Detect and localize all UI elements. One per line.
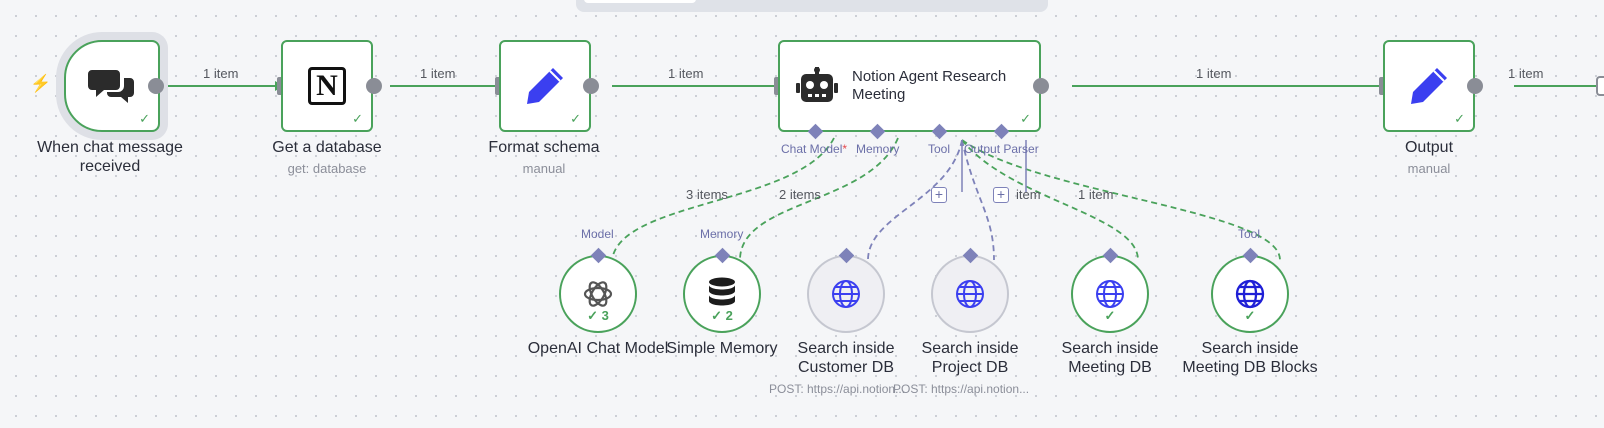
success-check-icon: ✓ [1020, 111, 1031, 126]
robot-icon [796, 67, 838, 102]
model-port-label: Model [581, 227, 614, 241]
search-project-db-node[interactable] [931, 255, 1009, 333]
memory-port-label: Memory [856, 142, 900, 156]
success-check-icon: ✓ [352, 111, 363, 126]
item-count: 1 item [420, 66, 456, 81]
node-subtitle: manual [1407, 161, 1451, 176]
format-schema-node[interactable]: ✓ [499, 40, 591, 132]
globe-icon [832, 280, 860, 308]
sub-node-label: Simple Memory [666, 340, 778, 357]
output-handle[interactable] [148, 78, 164, 94]
success-check-icon: ✓ [570, 111, 581, 126]
simple-memory-node[interactable]: ✓ 2 [683, 255, 761, 333]
get-database-node[interactable]: N ✓ [281, 40, 373, 132]
chat-bubbles-icon [88, 70, 134, 103]
next-node-input-handle[interactable] [1596, 76, 1604, 96]
tool-port-label: Tool [1238, 227, 1261, 241]
node-footnote: POST: https://api.notion... [893, 382, 1030, 396]
node-subtitle: get: database [287, 161, 367, 176]
search-meeting-db-blocks-node[interactable]: ✓ [1211, 255, 1289, 333]
item-count: 1 item [203, 66, 239, 81]
item-count: 2 items [779, 187, 821, 202]
output-handle[interactable] [1033, 78, 1049, 94]
search-customer-db-node[interactable] [807, 255, 885, 333]
edge-tool-customer [867, 139, 963, 261]
item-count: 1 item [1196, 66, 1232, 81]
edge-tool-project [961, 139, 995, 261]
node-label: When chat message received [37, 139, 183, 175]
agent-title: Notion Agent Research Meeting [852, 68, 1007, 103]
output-handle[interactable] [1467, 78, 1483, 94]
success-check-icon: ✓ [139, 111, 150, 126]
success-run-count: ✓ 2 [711, 308, 733, 323]
edge-memory [739, 137, 899, 261]
success-run-count: ✓ 3 [587, 308, 609, 323]
node-label: Get a database [272, 139, 382, 156]
success-check-icon: ✓ [1244, 308, 1256, 323]
item-count: 1 item [668, 66, 704, 81]
item-count: 1 item [1078, 187, 1114, 202]
toolbar-tab[interactable] [584, 0, 696, 3]
item-count: 3 items [686, 187, 728, 202]
success-check-icon: ✓ [1454, 111, 1465, 126]
add-output-parser-button[interactable]: + [993, 187, 1009, 203]
sub-node-label: OpenAI Chat Model [527, 340, 669, 357]
tool-port-label: Tool [928, 142, 951, 156]
success-check-icon: ✓ [1104, 308, 1116, 323]
notion-icon: N [308, 67, 346, 105]
add-tool-button[interactable]: + [931, 187, 947, 203]
node-label: Output [1404, 139, 1454, 156]
node-subtitle: manual [522, 161, 566, 176]
globe-icon [956, 280, 984, 308]
node-label: Format schema [488, 139, 600, 156]
top-toolbar [576, 0, 1048, 12]
memory-port-label: Memory [700, 227, 744, 241]
output-handle[interactable] [366, 78, 382, 94]
output-node[interactable]: ✓ [1383, 40, 1475, 132]
item-count: item [1016, 187, 1041, 202]
pencil-icon [1411, 68, 1447, 104]
node-footnote: POST: https://api.notion... [769, 382, 906, 396]
output-parser-port-label: Output Parser [964, 142, 1039, 156]
agent-node[interactable]: Notion Agent Research Meeting ✓ [778, 40, 1041, 132]
edge-model [611, 137, 835, 261]
globe-icon [1235, 279, 1265, 309]
globe-icon [1096, 280, 1124, 308]
item-count: 1 item [1508, 66, 1544, 81]
openai-chat-model-node[interactable]: ✓ 3 [559, 255, 637, 333]
edge-tool-blocks [961, 139, 1281, 261]
chat-trigger-node[interactable]: ✓ [64, 40, 160, 132]
chat-model-port-label: Chat Model* [781, 142, 848, 156]
pencil-icon [527, 68, 563, 104]
edge-tool-meeting [961, 139, 1139, 261]
output-handle[interactable] [583, 78, 599, 94]
search-meeting-db-node[interactable]: ✓ [1071, 255, 1149, 333]
openai-icon [583, 281, 613, 307]
database-icon [709, 277, 735, 306]
lightning-bolt-icon: ⚡ [30, 74, 52, 93]
